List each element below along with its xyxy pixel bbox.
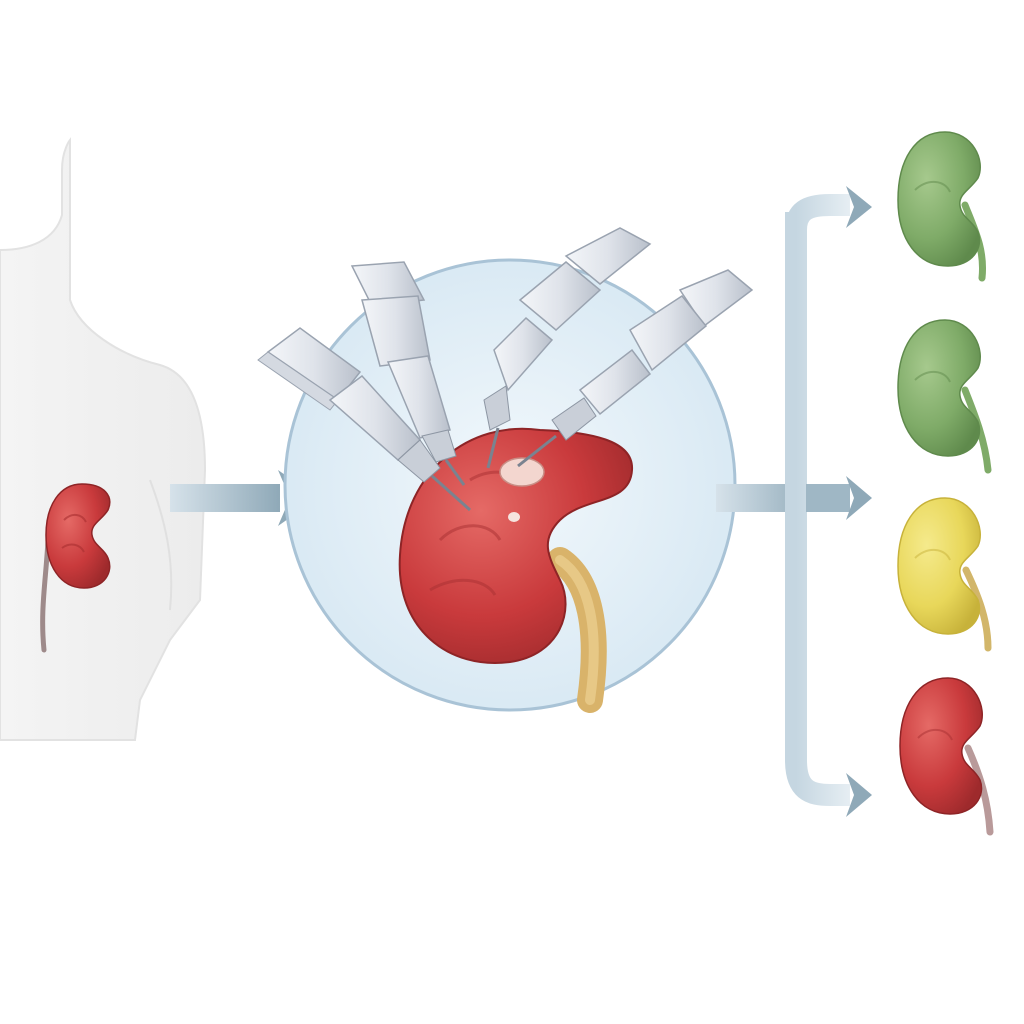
arrow-to-outcomes: [716, 194, 850, 806]
outcome-kidney-3: [897, 497, 992, 652]
robotic-arm-2: [350, 261, 466, 486]
robotic-arm-1: [257, 327, 472, 512]
patient-silhouette: [0, 137, 207, 741]
procedure-kidney: [398, 427, 634, 713]
outcome-arrowhead-2: [846, 476, 872, 520]
robotic-arm-4: [517, 269, 754, 468]
outcome-kidney-2: [897, 319, 992, 474]
robotic-arm-3: [483, 227, 652, 469]
patient-kidney: [40, 483, 111, 653]
outcome-kidney-1: [897, 131, 987, 282]
outcome-arrowhead-1: [846, 186, 872, 228]
outcome-kidney-4: [899, 677, 994, 836]
outcome-arrowhead-3: [846, 773, 872, 817]
